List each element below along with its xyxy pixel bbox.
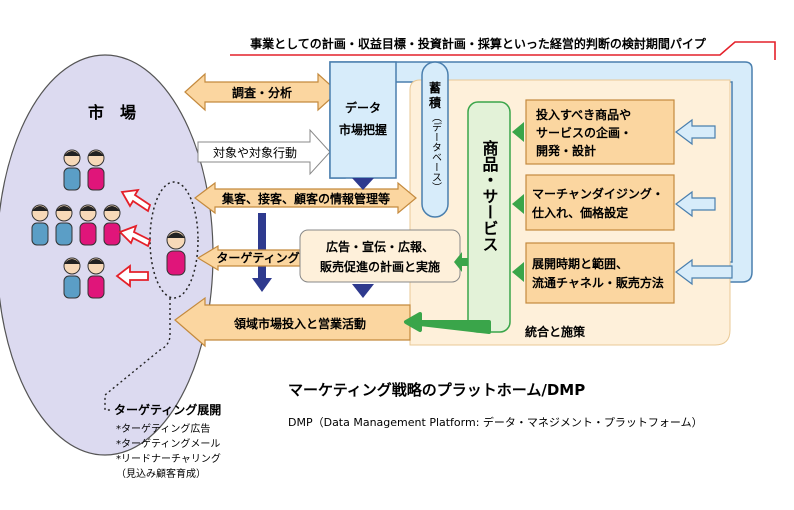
red-outline-arrows (115, 188, 152, 288)
person-icon (55, 204, 73, 246)
plan-1-line1: 投入すべき商品や (536, 107, 631, 122)
plan-3-line1: 展開時期と範囲、 (532, 256, 628, 271)
target-behavior-label: 対象や対象行動 (213, 146, 297, 160)
pipe-arrow-plan-3 (675, 258, 733, 286)
target-selection-dotted-ellipse (149, 181, 199, 299)
integration-label: 統合と施策 (525, 324, 586, 339)
navy-bar-left (258, 213, 266, 278)
red-arrow (118, 224, 152, 248)
customer-management-label: 集客、接客、顧客の情報管理等 (221, 191, 390, 206)
plan-box-1 (525, 99, 675, 165)
person-icon (87, 149, 105, 191)
targeting-expansion-item: *ターゲティング広告 (116, 422, 210, 435)
red-arrow (115, 264, 149, 288)
customer-management-arrow (194, 181, 417, 215)
green-arrow-to-launch (404, 312, 491, 334)
person-icon (63, 149, 81, 191)
plan-box-2 (525, 174, 675, 231)
pipeline-red-line (230, 41, 776, 60)
pipe-outer (329, 61, 753, 283)
market-launch-label: 領域市場投入と営業活動 (233, 316, 366, 331)
plan-1-line2: サービスの企画・ (536, 125, 632, 140)
person-icon (79, 204, 97, 246)
pipe-arrow-plan-2 (675, 190, 716, 218)
storage-database-box (421, 61, 449, 218)
green-arrow-plan-1 (512, 122, 524, 142)
navy-triangle-left (252, 278, 272, 292)
navy-triangle-top (352, 178, 374, 190)
plan-2-line1: マーチャンダイジング・ (532, 186, 664, 201)
caption-subtitle: DMP（Data Management Platform: データ・マネジメント… (288, 415, 703, 429)
storage-char-1: 蓄 (429, 80, 441, 95)
green-arrow-plan-2 (512, 194, 524, 214)
targeting-label: ターゲティング (216, 250, 299, 265)
person-icon (63, 257, 81, 299)
green-arrow-plan-3 (512, 262, 524, 282)
data-label-line1: データ (345, 100, 381, 115)
navy-triangle-mid (352, 284, 374, 298)
advertising-line2: 販売促進の計画と実施 (320, 259, 440, 274)
targeting-expansion-item: *ターゲティングメール (116, 437, 220, 450)
green-arrow-to-ad (454, 252, 468, 272)
data-market-box (329, 61, 397, 179)
target-person-icon (166, 230, 186, 276)
advertising-line1: 広告・宣伝・広報、 (326, 239, 434, 254)
product-service-vertical: 商品・サービス (480, 139, 499, 252)
storage-char-2: 積 (428, 95, 442, 110)
red-arrow (120, 188, 152, 213)
targeting-expansion-title: ターゲティング展開 (114, 402, 221, 417)
plan-box-3 (525, 242, 675, 304)
targeting-expansion-item: （見込み顧客育成） (116, 467, 206, 480)
targeting-expansion-item: *リードナーチャリング (116, 452, 221, 465)
person-icon (103, 204, 121, 246)
market-title: 市 場 (88, 103, 136, 122)
person-icon (87, 257, 105, 299)
data-label-line2: 市場把握 (339, 122, 387, 137)
storage-database-vertical: （データベース） (430, 112, 442, 192)
plan-2-line2: 仕入れ、価格設定 (531, 205, 628, 220)
people-group (31, 149, 186, 299)
advertising-box (299, 229, 461, 283)
pipeline-text: 事業としての計画・収益目標・投資計画・採算といった経営的判断の検討期間パイプ (250, 36, 707, 51)
research-label: 調査・分析 (232, 85, 292, 100)
caption-title: マーケティング戦略のプラットホーム/DMP (288, 381, 585, 399)
person-icon (31, 204, 49, 246)
plan-1-line3: 開発・設計 (536, 143, 596, 158)
plan-3-line2: 流通チャネル・販売方法 (532, 275, 664, 290)
target-behavior-arrow (197, 128, 331, 176)
pipe-arrow-plan-1 (675, 118, 716, 146)
